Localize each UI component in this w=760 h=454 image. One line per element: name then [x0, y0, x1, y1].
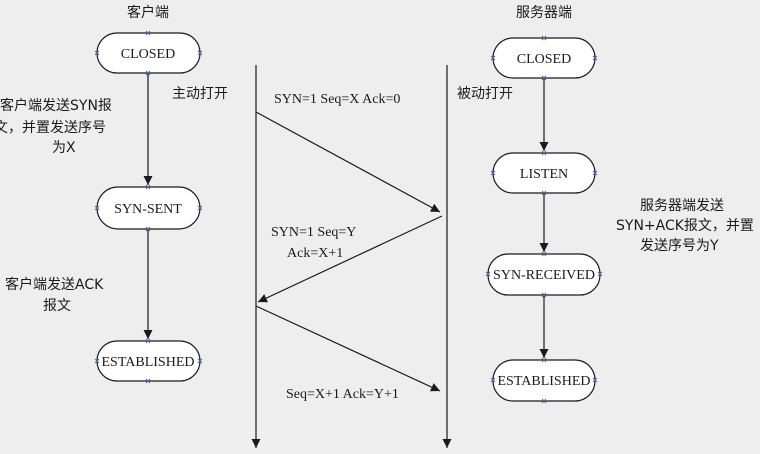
server-note-line-1: 服务器端发送: [640, 198, 724, 214]
server-state-syn-received: SYN-RECEIVED: [487, 253, 601, 296]
client-state-established-label: ESTABLISHED: [102, 355, 195, 370]
client-state-syn-sent: SYN-SENT: [96, 186, 201, 230]
server-column-title: 服务器端: [516, 5, 572, 21]
client-note-ack-line-2: 报文: [43, 298, 71, 314]
message-label-ack: Seq=X+1 Ack=Y+1: [286, 387, 399, 402]
client-note-syn-line-1: 客户端发送SYN报: [0, 97, 112, 114]
server-state-closed: CLOSED: [492, 37, 596, 79]
message-arrow-synack: [257, 215, 443, 303]
client-state-syn-sent-label: SYN-SENT: [114, 202, 182, 217]
message-arrow-syn: [255, 111, 441, 213]
client-state-closed: CLOSED: [96, 32, 201, 74]
active-open-label: 主动打开: [172, 85, 228, 102]
server-state-listen: LISTEN: [492, 152, 596, 194]
selection-handles: [94, 30, 603, 404]
client-note-syn-line-2: 文，并置发送序号: [0, 120, 106, 136]
passive-open-label: 被动打开: [457, 85, 513, 102]
client-note-syn-line-3: 为X: [52, 140, 76, 156]
message-label-synack-line-2: Ack=X+1: [287, 246, 343, 261]
server-state-closed-label: CLOSED: [517, 52, 571, 67]
server-state-listen-label: LISTEN: [520, 167, 568, 182]
message-label-synack-line-1: SYN=1 Seq=Y: [271, 225, 356, 240]
client-state-closed-label: CLOSED: [121, 47, 175, 62]
server-state-established: ESTABLISHED: [492, 359, 596, 402]
server-state-established-label: ESTABLISHED: [498, 374, 591, 389]
server-note-line-3: 发送序号为Y: [640, 238, 719, 254]
client-state-established: ESTABLISHED: [96, 340, 201, 382]
server-state-syn-received-label: SYN-RECEIVED: [493, 268, 595, 283]
client-note-ack-line-1: 客户端发送ACK: [5, 276, 104, 293]
message-label-syn: SYN=1 Seq=X Ack=0: [274, 92, 400, 107]
client-column-title: 客户端: [127, 4, 169, 21]
message-arrow-ack: [255, 305, 441, 392]
server-note-line-2: SYN+ACK报文，并置: [616, 218, 754, 234]
